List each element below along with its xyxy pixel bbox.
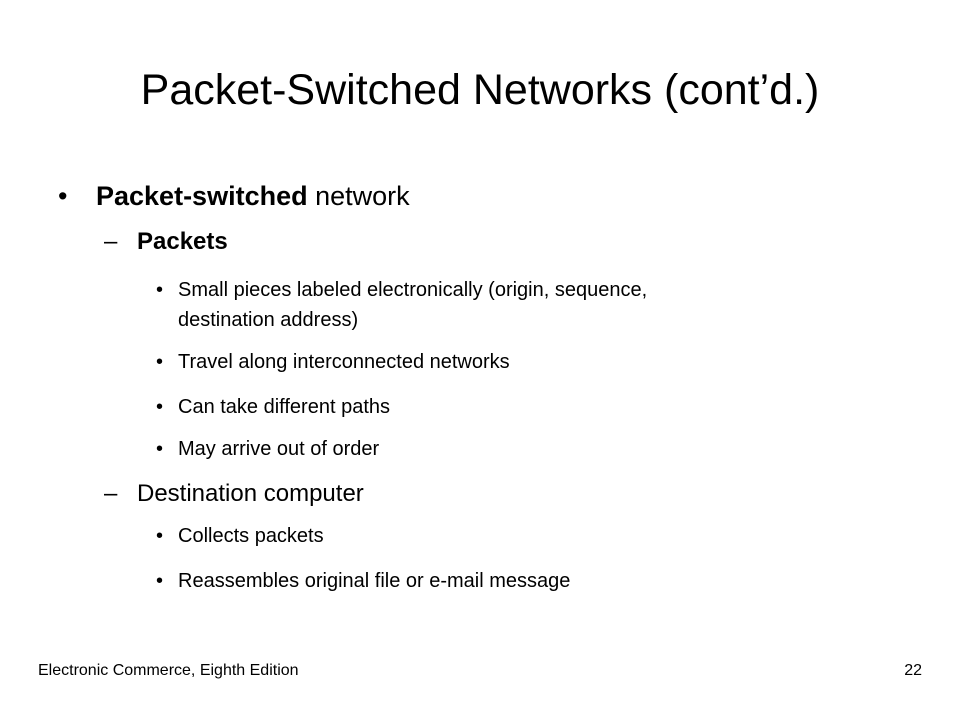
level1-rest-text: network [307, 181, 410, 211]
bullet-icon: • [156, 351, 164, 373]
list-item: Collects packets [178, 525, 324, 547]
bullet-icon: • [156, 279, 164, 301]
bullet-icon: • [156, 438, 164, 460]
list-item: Can take different paths [178, 396, 390, 418]
list-item: Small pieces labeled electronically (ori… [178, 279, 648, 301]
dash-icon: – [104, 480, 118, 507]
subheading-destination-computer: Destination computer [137, 480, 364, 507]
footer-book-title: Electronic Commerce, Eighth Edition [38, 662, 299, 679]
dash-icon: – [104, 228, 118, 255]
level1-bold-term: Packet-switched [96, 181, 308, 211]
footer-page-number: 22 [904, 662, 922, 679]
list-item-continuation: destination address) [178, 309, 359, 331]
subheading-packets: Packets [137, 228, 228, 255]
list-item: Reassembles original file or e-mail mess… [178, 570, 571, 592]
list-item: Travel along interconnected networks [178, 351, 510, 373]
bullet-icon: • [156, 570, 164, 592]
bullet-icon: • [156, 396, 164, 418]
bullet-icon: • [58, 181, 68, 211]
bullet-icon: • [156, 525, 164, 547]
slide-title: Packet-Switched Networks (cont’d.) [140, 66, 820, 114]
list-item: May arrive out of order [178, 438, 380, 460]
level1-item: Packet-switched network [96, 180, 410, 212]
